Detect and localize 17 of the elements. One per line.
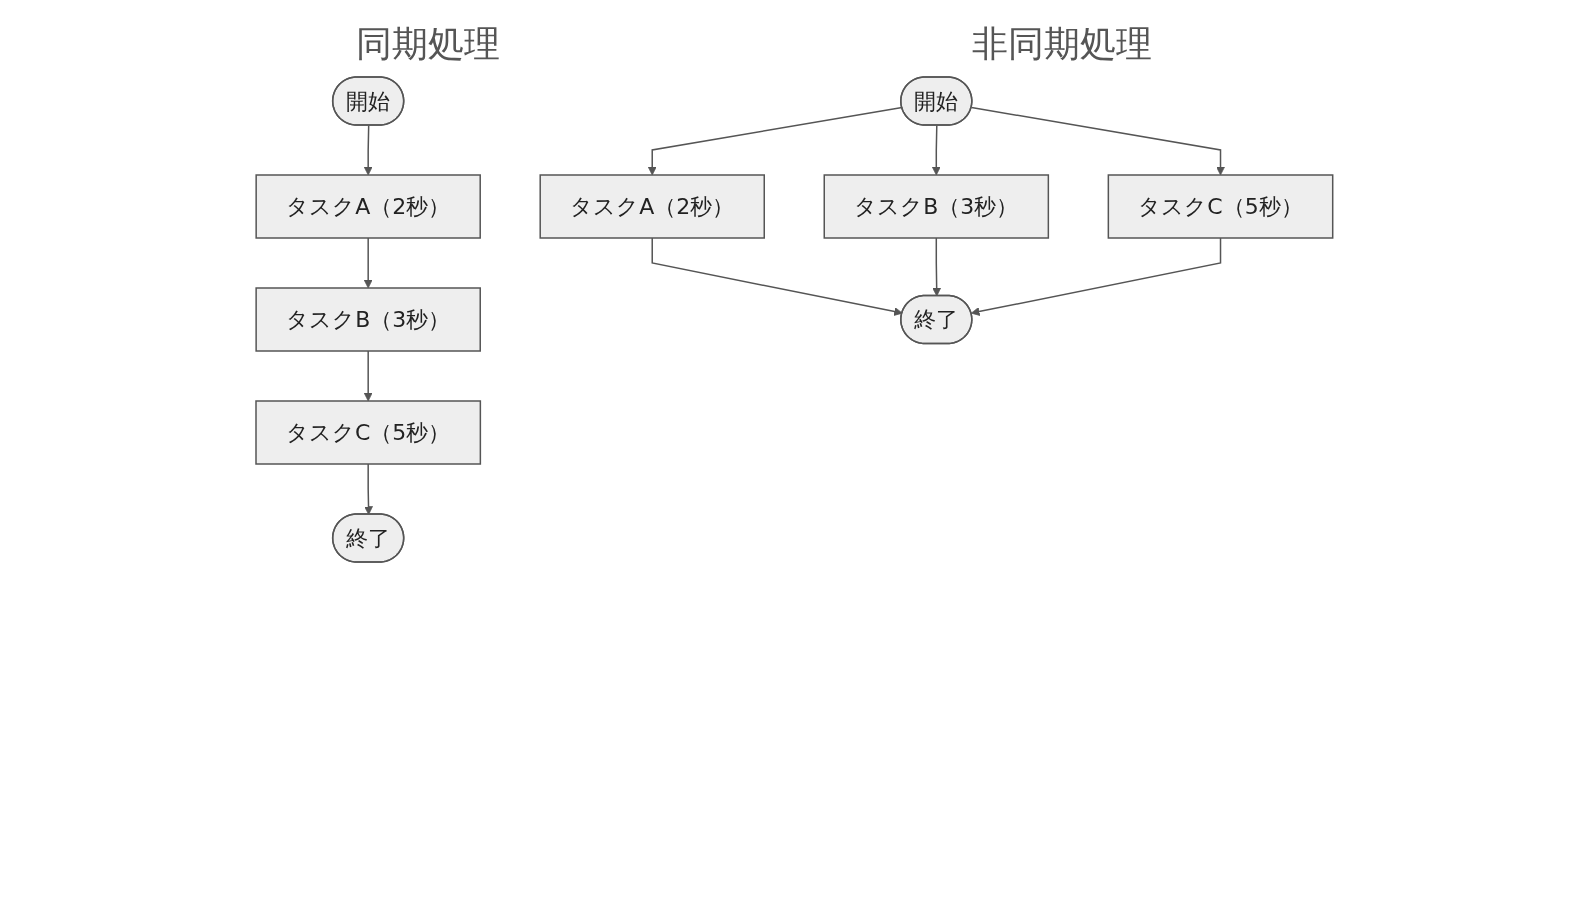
arrow <box>970 237 1221 316</box>
section-heading: 同期処理 <box>356 22 500 66</box>
arrow <box>651 237 903 316</box>
arrow <box>931 124 941 176</box>
node-box: タスクA（2秒） <box>255 174 481 239</box>
arrow <box>970 106 1225 176</box>
node-box: タスクC（5秒） <box>254 400 481 465</box>
arrow <box>363 350 373 402</box>
arrow <box>363 463 373 515</box>
section-heading: 非同期処理 <box>972 22 1152 66</box>
node-box: タスクC（5秒） <box>1107 174 1334 239</box>
node-box: タスクB（3秒） <box>823 174 1049 239</box>
node-box: タスクA（2秒） <box>539 174 765 239</box>
arrow <box>931 237 941 297</box>
arrow <box>363 237 373 289</box>
node-box: タスクB（3秒） <box>255 287 481 352</box>
arrow <box>363 124 373 176</box>
